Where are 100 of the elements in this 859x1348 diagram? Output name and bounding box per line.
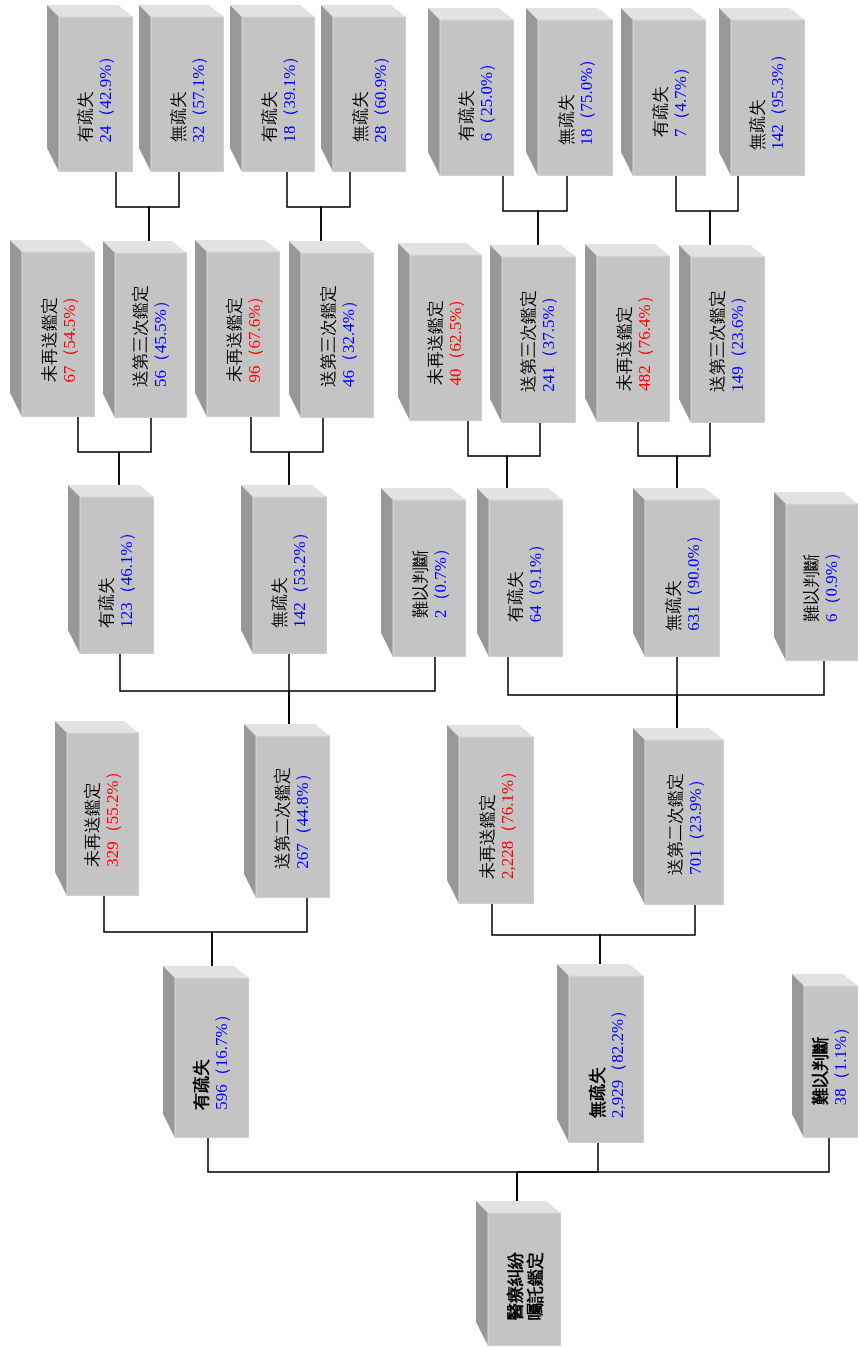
node-value: 18（75.0%）: [575, 50, 596, 146]
box-3d: [195, 240, 280, 417]
node-label: 無疏失: [270, 576, 290, 628]
box-3d: [526, 8, 613, 176]
box-3d: [428, 8, 514, 176]
box-3d: [585, 244, 670, 422]
node-value: 56（45.5%）: [151, 291, 171, 387]
box-3d: [289, 241, 374, 418]
node-value: 701（23.9%）: [684, 770, 705, 875]
box-3d: [398, 243, 482, 421]
node-label: 送第二次鑑定: [273, 766, 293, 869]
node-value: 7（4.7%）: [669, 59, 690, 137]
box-3d: [621, 8, 706, 176]
node-label: 難以判斷: [802, 553, 822, 622]
node-value: 38（1.1%）: [831, 1018, 851, 1106]
box-3d: [557, 964, 644, 1143]
node-value: 149（23.6%）: [728, 288, 748, 392]
connector-line: [599, 904, 696, 965]
node-label: 無疏失: [349, 90, 370, 142]
node-label: 無疏失: [586, 1066, 607, 1118]
node-label: 有疏失: [97, 576, 117, 628]
node-label: 未再送鑑定: [613, 305, 634, 391]
node-value: 482（76.4%）: [633, 287, 654, 391]
node-label: 有疏失: [258, 90, 279, 142]
node-value: 32（57.1%）: [187, 47, 208, 142]
node-value: 46（32.4%）: [337, 291, 358, 387]
node-label: 無疏失: [748, 98, 768, 150]
box-3d: [679, 245, 765, 423]
box-3d: [241, 485, 327, 654]
node-label: 無疏失: [662, 579, 683, 631]
node-label: 有疏失: [76, 90, 96, 142]
box-3d: [477, 488, 563, 657]
node-value: 6（25.0%）: [477, 54, 497, 142]
node-label: 有疏失: [192, 1058, 212, 1110]
node-value: 40（62.5%）: [446, 290, 466, 386]
node-label: 送第三次鑑定: [519, 289, 539, 392]
box-3d: [244, 724, 330, 898]
node-label: 送第三次鑑定: [317, 284, 338, 387]
node-value: 142（53.2%）: [290, 523, 310, 628]
box-3d: [321, 5, 406, 172]
node-value: 631（90.0%）: [682, 526, 703, 631]
connector-line: [118, 417, 152, 486]
box-3d: [139, 5, 224, 172]
node-label: 無疏失: [167, 90, 188, 142]
node-value: 24（42.9%）: [96, 47, 116, 142]
node-label: 有疏失: [649, 85, 670, 137]
node-label: 有疏失: [457, 90, 477, 142]
box-3d: [490, 245, 576, 423]
node-value: 241（37.5%）: [539, 288, 559, 392]
connector-line: [516, 1137, 830, 1202]
node-label: 未再送鑑定: [38, 296, 59, 382]
box-3d: [719, 8, 805, 176]
node-value: 596（16.7%）: [212, 1006, 232, 1110]
box-3d: [447, 725, 534, 904]
node-value: 67（54.5%）: [58, 287, 79, 382]
box-3d: [230, 5, 315, 172]
box-3d: [55, 721, 139, 896]
node-label: 未再送鑑定: [476, 793, 497, 879]
node-value: 142（95.3%）: [768, 46, 788, 150]
node-label: 難以判斷: [811, 1037, 831, 1106]
box-3d: [381, 488, 466, 657]
node-label: 送第二次鑑定: [664, 772, 685, 875]
node-label: 醫療糾紛囑託鑑定: [504, 1250, 545, 1320]
node-value: 267（44.8%）: [293, 765, 313, 869]
connector-line: [288, 656, 436, 725]
node-label: 未再送鑑定: [83, 781, 103, 867]
connector-line: [709, 175, 739, 246]
node-value: 6（0.9%）: [822, 543, 842, 622]
box-3d: [10, 240, 95, 417]
node-label: 難以判斷: [409, 549, 430, 618]
box-3d: [68, 485, 154, 654]
node-value: 2（0.7%）: [429, 539, 450, 618]
box-3d: [476, 1201, 561, 1346]
connector-line: [288, 417, 324, 486]
box-3d: [47, 5, 133, 172]
box-3d: [633, 488, 720, 657]
connector-line: [676, 422, 711, 489]
connector-line: [537, 175, 568, 246]
node-value: 28（60.9%）: [369, 47, 390, 142]
node-value: 123（46.1%）: [117, 523, 137, 628]
node-label: 未再送鑑定: [426, 300, 446, 386]
box-3d: [774, 492, 858, 661]
node-label: 送第三次鑑定: [131, 284, 151, 387]
node-label: 送第三次鑑定: [708, 289, 728, 392]
connector-line: [148, 171, 180, 242]
node-value: 18（39.1%）: [278, 47, 299, 142]
connector-line: [320, 171, 351, 242]
node-value: 329（55.2%）: [103, 762, 123, 867]
box-3d: [103, 241, 187, 418]
connector-line: [506, 422, 541, 489]
node-value: 64（9.1%）: [526, 535, 546, 622]
box-3d: [633, 728, 724, 905]
node-label: 無疏失: [555, 94, 576, 146]
node-value: 2,228（76.1%）: [496, 762, 517, 879]
node-value: 96（67.6%）: [243, 287, 264, 382]
node-label: 有疏失: [506, 570, 526, 622]
box-3d: [792, 974, 858, 1138]
connector-line: [211, 897, 308, 967]
box-3d: [163, 966, 249, 1138]
node-value: 2,929（82.2%）: [606, 1001, 627, 1118]
